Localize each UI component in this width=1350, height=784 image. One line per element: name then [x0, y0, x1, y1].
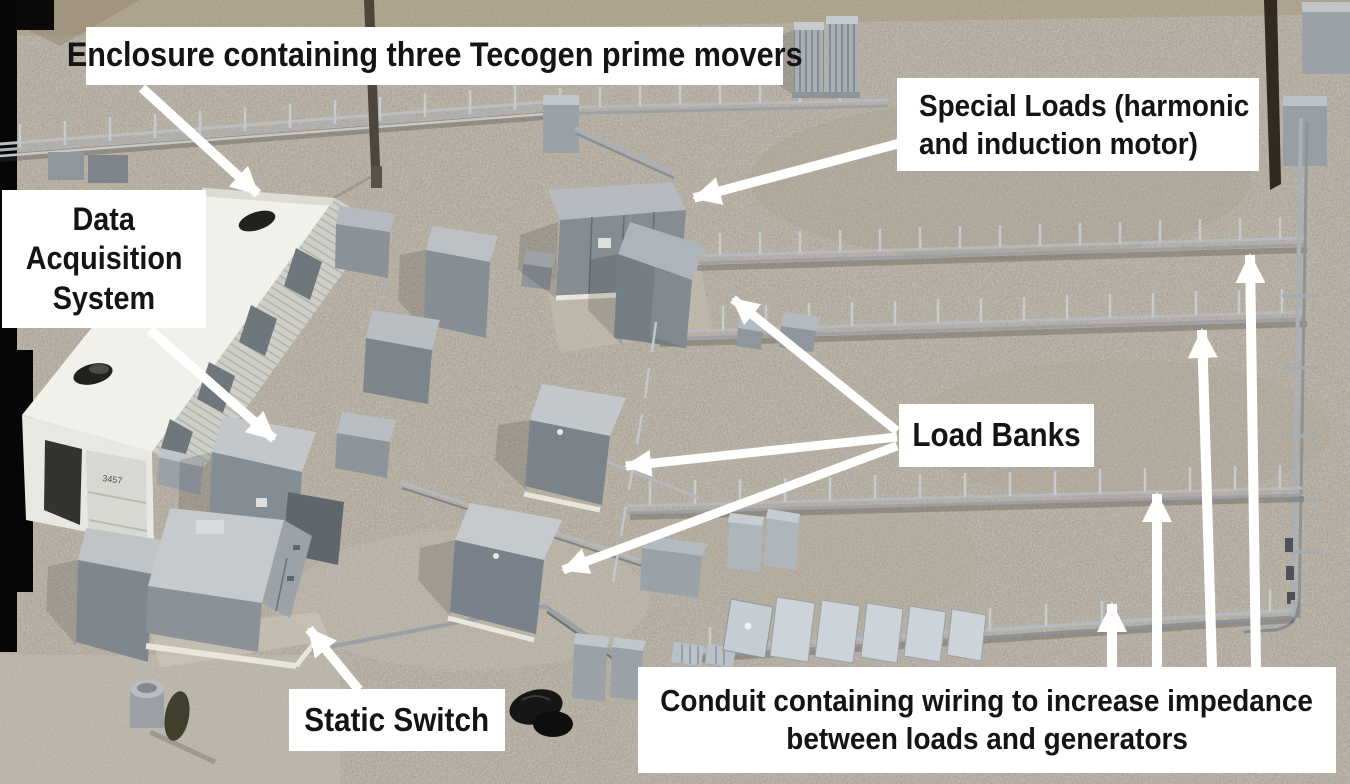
arrow-enclosure — [138, 84, 262, 198]
small-cabinet — [727, 513, 764, 572]
label-text: Load Banks — [912, 416, 1081, 454]
load-bank-1 — [525, 420, 610, 505]
corner-cabinet — [1302, 12, 1350, 74]
flat-panel — [769, 596, 816, 663]
label-data-acquisition-system: Data Acquisition System — [2, 190, 206, 328]
label-conduit: Conduit containing wiring to increase im… — [638, 667, 1336, 773]
label-line: Data — [72, 201, 136, 238]
static-switch-doors — [262, 520, 312, 618]
small-cabinet — [764, 509, 800, 570]
container-number: 3457 — [102, 473, 123, 486]
wall-panel — [284, 248, 322, 300]
label-line: Conduit containing wiring to increase im… — [660, 683, 1314, 719]
flat-panel — [946, 608, 987, 662]
panel-box — [572, 644, 607, 702]
panel-box — [610, 647, 643, 701]
label-load-banks: Load Banks — [899, 404, 1094, 467]
corner-cabinet-top — [1302, 2, 1350, 14]
ac-unit — [48, 152, 84, 180]
annotation-arrows — [138, 84, 1266, 694]
end-radiator — [335, 224, 390, 278]
open-doorway — [44, 440, 82, 525]
arrow-conduit-3 — [1187, 328, 1218, 668]
label-text: Enclosure containing three Tecogen prime… — [66, 36, 803, 75]
static-switch-top — [148, 508, 284, 603]
label-line: between loads and generators — [786, 721, 1188, 756]
cabinet — [363, 338, 432, 404]
cable-tray-north — [0, 81, 889, 180]
cabinet — [335, 433, 390, 478]
roof-vent — [238, 210, 276, 232]
arrow-load-banks-1 — [730, 295, 900, 435]
load-panels-row — [572, 596, 987, 702]
ac-unit — [88, 155, 128, 183]
end-radiator-top — [336, 206, 396, 232]
flat-panel — [814, 599, 861, 664]
special-loads-cabinets — [518, 182, 706, 348]
label-special-loads: Special Loads (harmonic and induction mo… — [897, 78, 1259, 171]
ground-objects — [130, 680, 573, 765]
label-line: Special Loads (harmonic — [919, 87, 1250, 123]
arrow-load-banks-3 — [561, 441, 899, 575]
flat-panel — [903, 605, 947, 663]
ribbed-block — [671, 642, 704, 666]
label-line: and induction motor) — [919, 125, 1198, 161]
label-enclosure: Enclosure containing three Tecogen prime… — [67, 27, 802, 85]
dark-pole — [1264, 0, 1281, 190]
arrow-daq — [146, 326, 278, 443]
arrow-conduit-4 — [1235, 253, 1266, 668]
cabinet — [76, 560, 152, 662]
arrow-static-switch — [305, 625, 363, 694]
label-line: Acquisition — [25, 240, 183, 277]
wall-panel — [239, 305, 277, 356]
small-cabinet — [640, 548, 702, 598]
tall-cabinet — [424, 250, 490, 338]
load-bank-cabinets — [418, 312, 820, 643]
flat-panel — [860, 602, 904, 664]
load-bank-2 — [450, 540, 544, 634]
arrow-special-loads — [692, 135, 914, 205]
arrow-load-banks-2 — [624, 432, 898, 477]
small-cabinet — [736, 328, 763, 350]
label-static-switch: Static Switch — [289, 689, 505, 751]
label-text: Static Switch — [304, 700, 490, 738]
label-line: System — [52, 279, 156, 316]
east-side — [1239, 0, 1350, 634]
dark-post — [164, 691, 190, 741]
static-switch-cabinet — [46, 508, 322, 669]
